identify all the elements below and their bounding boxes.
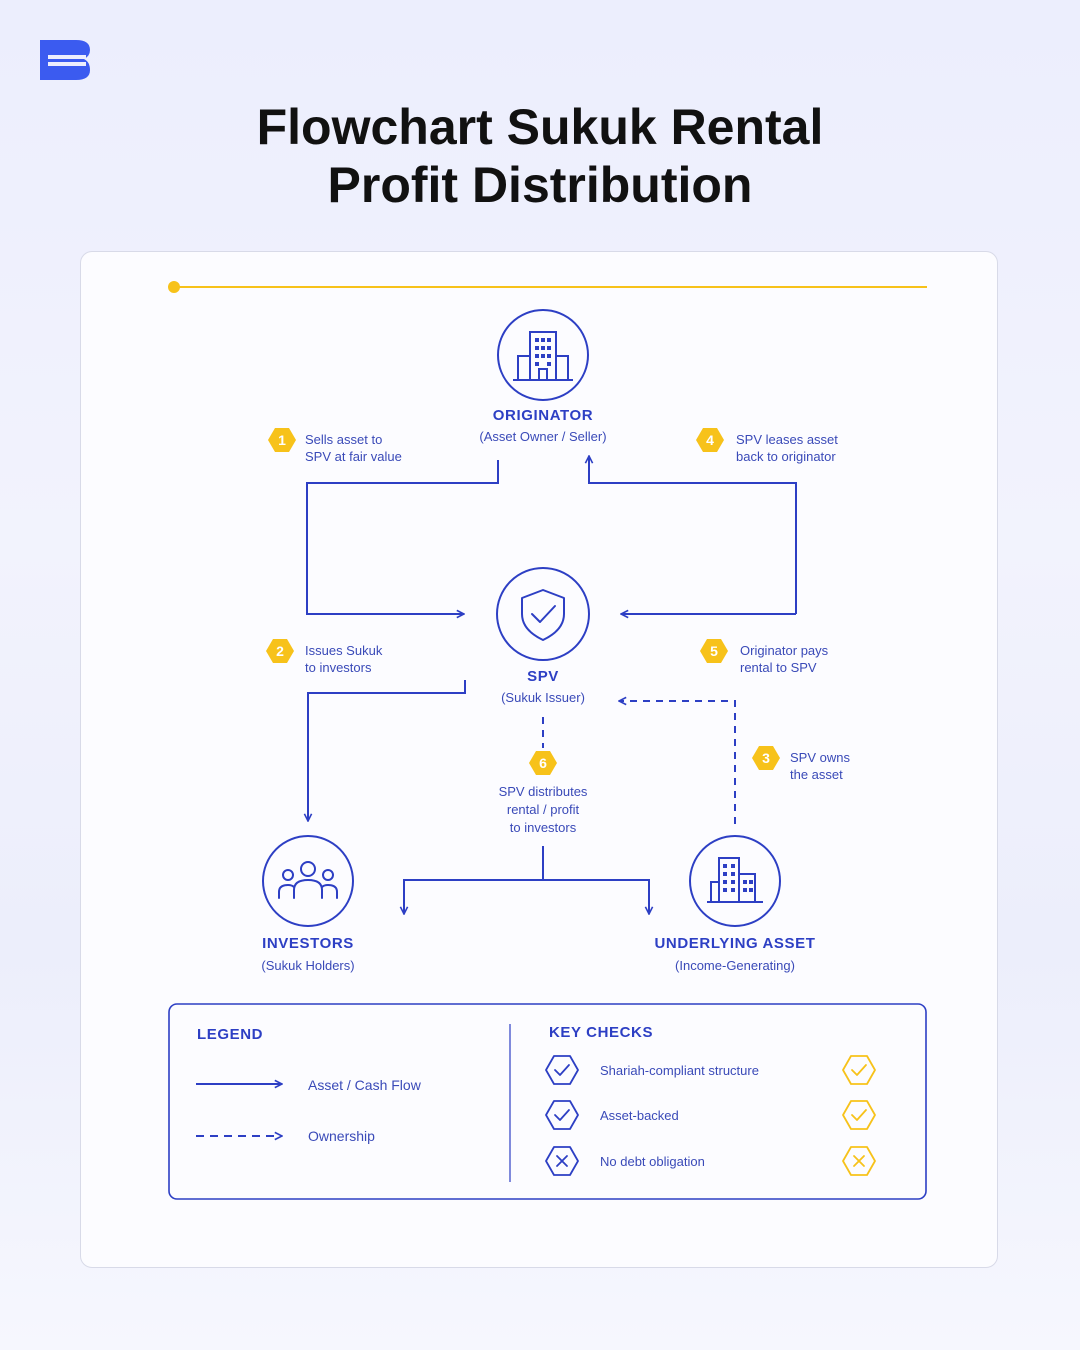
svg-text:6: 6 bbox=[539, 755, 547, 771]
legend-title: LEGEND bbox=[197, 1026, 264, 1043]
step-2-text: Issues Sukuk to investors bbox=[305, 642, 382, 676]
cross-hex-icon bbox=[545, 1146, 579, 1176]
arrow-step-3-ownership bbox=[619, 701, 736, 824]
diagram-card: 1 2 3 4 5 6 bbox=[80, 251, 998, 1268]
spv-node-circle bbox=[496, 567, 590, 661]
shield-check-icon bbox=[521, 589, 565, 641]
step-1-line-2: SPV at fair value bbox=[305, 449, 402, 464]
step-3-text: SPV owns the asset bbox=[790, 749, 850, 783]
title-line-2: Profit Distribution bbox=[327, 157, 753, 213]
investors-title: INVESTORS bbox=[262, 935, 354, 952]
investors-node-circle bbox=[262, 835, 354, 927]
title-line-1: Flowchart Sukuk Rental bbox=[256, 99, 824, 155]
people-icon bbox=[278, 861, 338, 899]
step-6-text: SPV distributes rental / profit to inves… bbox=[499, 783, 588, 837]
step-badge-4: 4 bbox=[696, 428, 724, 452]
page-title: Flowchart Sukuk Rental Profit Distributi… bbox=[0, 98, 1080, 214]
arrow-step-2 bbox=[308, 680, 466, 821]
originator-subtitle: (Asset Owner / Seller) bbox=[479, 429, 607, 444]
top-accent-dot bbox=[168, 281, 180, 293]
key-check-shariah: Shariah-compliant structure bbox=[600, 1063, 759, 1078]
asset-subtitle: (Income-Generating) bbox=[675, 958, 795, 973]
key-checks-title: KEY CHECKS bbox=[549, 1024, 654, 1041]
svg-text:1: 1 bbox=[278, 432, 286, 448]
step-3-line-1: SPV owns bbox=[790, 750, 850, 765]
step-1-line-1: Sells asset to bbox=[305, 432, 383, 447]
step-5-line-1: Originator pays bbox=[740, 643, 829, 658]
key-check-no-debt: No debt obligation bbox=[600, 1154, 705, 1169]
arrow-step-6-right bbox=[543, 879, 649, 914]
buildings-icon bbox=[707, 857, 763, 903]
legend-item-cash-flow: Asset / Cash Flow bbox=[308, 1077, 421, 1093]
legend-box bbox=[168, 1003, 927, 1200]
step-badge-6: 6 bbox=[529, 751, 557, 775]
step-5-line-2: rental to SPV bbox=[740, 660, 817, 675]
originator-title: ORIGINATOR bbox=[492, 407, 594, 424]
status-check-icon bbox=[842, 1055, 876, 1085]
svg-text:4: 4 bbox=[706, 432, 714, 448]
step-badge-5: 5 bbox=[700, 639, 728, 663]
step-6-line-1: SPV distributes bbox=[498, 784, 588, 799]
asset-title: UNDERLYING ASSET bbox=[654, 935, 816, 952]
step-4-line-1: SPV leases asset bbox=[736, 432, 838, 447]
step-badge-3: 3 bbox=[752, 746, 780, 770]
flow-diagram: 1 2 3 4 5 6 bbox=[168, 281, 927, 1200]
step-3-line-2: the asset bbox=[790, 767, 843, 782]
step-1-text: Sells asset to SPV at fair value bbox=[305, 431, 402, 465]
arrow-step-6-left bbox=[404, 879, 543, 914]
step-badge-2: 2 bbox=[266, 639, 294, 663]
building-icon bbox=[513, 331, 573, 381]
step-5-text: Originator pays rental to SPV bbox=[740, 642, 828, 676]
spv-title: SPV bbox=[527, 668, 559, 685]
step-4-text: SPV leases asset back to originator bbox=[736, 431, 838, 465]
check-hex-icon bbox=[545, 1100, 579, 1130]
arrow-step-4 bbox=[589, 456, 797, 614]
step-6-line-2: rental / profit bbox=[506, 802, 580, 817]
step-2-line-2: to investors bbox=[305, 660, 372, 675]
svg-text:5: 5 bbox=[710, 643, 718, 659]
status-check-icon bbox=[842, 1100, 876, 1130]
originator-node-circle bbox=[497, 309, 589, 401]
step-2-line-1: Issues Sukuk bbox=[305, 643, 383, 658]
investors-subtitle: (Sukuk Holders) bbox=[261, 958, 355, 973]
arrow-step-1 bbox=[306, 460, 499, 614]
legend-item-ownership: Ownership bbox=[308, 1128, 375, 1144]
svg-text:3: 3 bbox=[762, 750, 770, 766]
svg-text:2: 2 bbox=[276, 643, 284, 659]
step-6-line-3: to investors bbox=[509, 820, 577, 835]
status-cross-icon bbox=[842, 1146, 876, 1176]
asset-node-circle bbox=[689, 835, 781, 927]
step-4-line-2: back to originator bbox=[736, 449, 836, 464]
brand-logo-icon bbox=[40, 40, 90, 80]
step-badge-1: 1 bbox=[268, 428, 296, 452]
spv-subtitle: (Sukuk Issuer) bbox=[501, 690, 585, 705]
key-check-asset-backed: Asset-backed bbox=[600, 1108, 679, 1123]
check-hex-icon bbox=[545, 1055, 579, 1085]
